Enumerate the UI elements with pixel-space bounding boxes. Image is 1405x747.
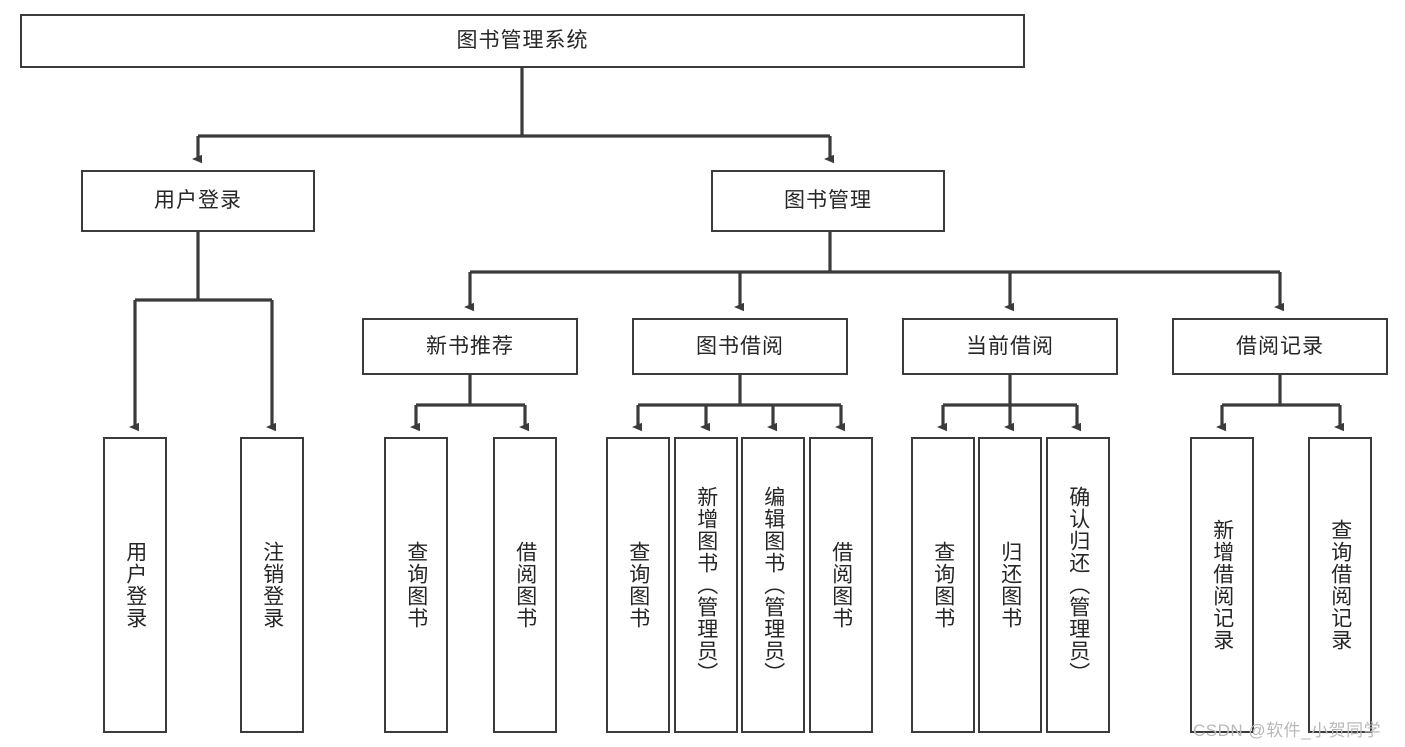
- leaf-query-borrow-record[interactable]: 查询借阅记录: [1308, 437, 1372, 733]
- leaf-new-book-borrow-label: 借阅图书: [513, 541, 537, 629]
- leaf-logout-login[interactable]: 注销登录: [240, 437, 304, 733]
- node-current-borrow[interactable]: 当前借阅: [902, 318, 1118, 375]
- leaf-edit-book-admin[interactable]: 编辑图书（管理员）: [741, 437, 805, 733]
- node-book-management-label: 图书管理: [784, 189, 872, 213]
- node-root-label: 图书管理系统: [456, 29, 589, 53]
- node-borrow-record[interactable]: 借阅记录: [1172, 318, 1388, 375]
- leaf-query-borrow-record-label: 查询借阅记录: [1328, 519, 1352, 651]
- leaf-new-book-query-label: 查询图书: [404, 541, 428, 629]
- leaf-borrow-book[interactable]: 借阅图书: [809, 437, 873, 733]
- leaf-logout-login-label: 注销登录: [260, 541, 284, 629]
- node-new-book-recommend-label: 新书推荐: [426, 334, 514, 358]
- leaf-add-book-admin-label: 新增图书（管理员）: [694, 486, 718, 684]
- node-user-login-label: 用户登录: [154, 189, 242, 213]
- leaf-confirm-return-admin[interactable]: 确认归还（管理员）: [1046, 437, 1110, 733]
- leaf-new-book-borrow[interactable]: 借阅图书: [493, 437, 557, 733]
- leaf-user-login[interactable]: 用户登录: [103, 437, 167, 733]
- leaf-borrow-query-book[interactable]: 查询图书: [606, 437, 670, 733]
- node-book-management[interactable]: 图书管理: [711, 170, 945, 232]
- leaf-add-borrow-record[interactable]: 新增借阅记录: [1190, 437, 1254, 733]
- node-user-login[interactable]: 用户登录: [81, 170, 315, 232]
- node-root[interactable]: 图书管理系统: [20, 14, 1025, 68]
- leaf-add-book-admin[interactable]: 新增图书（管理员）: [674, 437, 738, 733]
- leaf-return-book-label: 归还图书: [998, 541, 1022, 629]
- node-new-book-recommend[interactable]: 新书推荐: [362, 318, 578, 375]
- leaf-confirm-return-admin-label: 确认归还（管理员）: [1066, 486, 1090, 684]
- leaf-add-borrow-record-label: 新增借阅记录: [1210, 519, 1234, 651]
- leaf-borrow-query-book-label: 查询图书: [626, 541, 650, 629]
- node-current-borrow-label: 当前借阅: [966, 334, 1054, 358]
- node-borrow-record-label: 借阅记录: [1236, 334, 1324, 358]
- leaf-edit-book-admin-label: 编辑图书（管理员）: [761, 486, 785, 684]
- node-book-borrow[interactable]: 图书借阅: [632, 318, 848, 375]
- node-book-borrow-label: 图书借阅: [696, 334, 784, 358]
- leaf-return-book[interactable]: 归还图书: [978, 437, 1042, 733]
- leaf-current-query-book[interactable]: 查询图书: [911, 437, 975, 733]
- csdn-watermark: CSDN @软件_小贺同学: [1193, 721, 1382, 740]
- leaf-current-query-book-label: 查询图书: [931, 541, 955, 629]
- leaf-new-book-query[interactable]: 查询图书: [384, 437, 448, 733]
- leaf-user-login-label: 用户登录: [123, 541, 147, 629]
- leaf-borrow-book-label: 借阅图书: [829, 541, 853, 629]
